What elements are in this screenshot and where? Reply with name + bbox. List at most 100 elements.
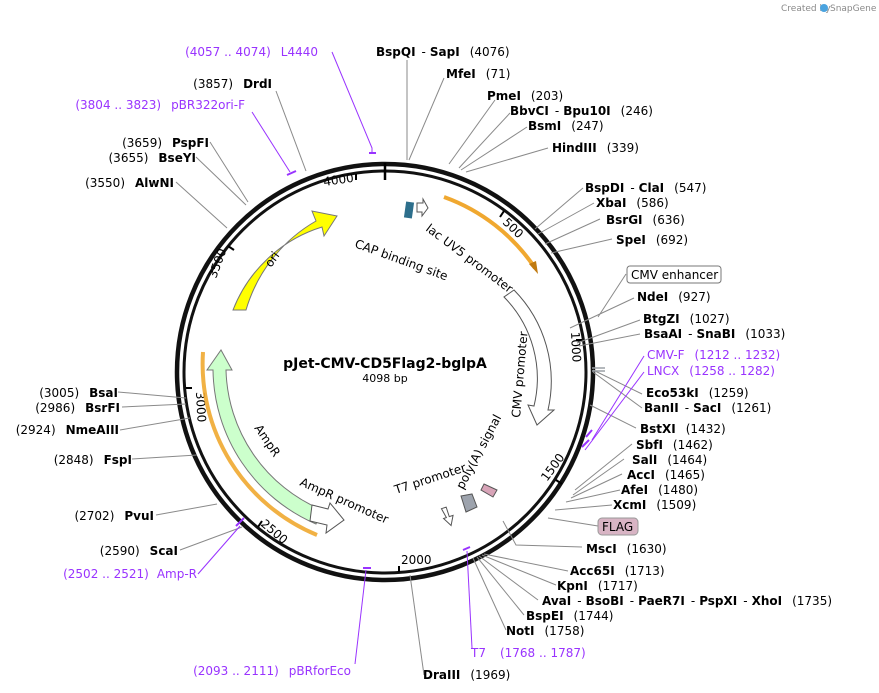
- site-drdi[interactable]: (3857)DrdI: [193, 77, 272, 91]
- lac-uv5-arrow: [416, 197, 429, 218]
- site-fspi[interactable]: (2848)FspI: [54, 453, 132, 467]
- svg-text:CMV-F(1212 .. 1232): CMV-F(1212 .. 1232): [647, 348, 780, 362]
- cap-binding-site-label[interactable]: CAP binding site: [353, 237, 450, 284]
- feature-ampr[interactable]: AmpR: [200, 349, 323, 537]
- tick-label-500: 500: [500, 215, 526, 241]
- site-bspqi[interactable]: BspQI-SapI(4076): [376, 45, 510, 59]
- snapgene-logo-icon: [820, 4, 828, 12]
- site-pspfi[interactable]: (3659)PspFI: [122, 136, 209, 150]
- lac-operator-box: [403, 201, 415, 219]
- svg-text:(3005)BsaI: (3005)BsaI: [39, 386, 118, 400]
- site-kpni[interactable]: KpnI(1717): [557, 579, 638, 593]
- svg-text:XbaI(586): XbaI(586): [596, 196, 669, 210]
- svg-text:(2093 .. 2111)pBRforEco: (2093 .. 2111)pBRforEco: [193, 664, 351, 678]
- svg-text:(3804 .. 3823)pBR322ori-F: (3804 .. 3823)pBR322ori-F: [75, 98, 245, 112]
- site-bspdi[interactable]: BspDI-ClaI(547): [585, 181, 706, 195]
- site-pvui[interactable]: (2702)PvuI: [74, 509, 154, 523]
- feature-ampr-promoter[interactable]: AmpR promoter: [298, 475, 391, 535]
- feature-lac-uv5-promoter[interactable]: lac UV5 promoter: [403, 197, 516, 296]
- t7-promoter-arrow: [440, 506, 454, 527]
- svg-text:MscI(1630): MscI(1630): [586, 542, 667, 556]
- site-scai[interactable]: (2590)ScaI: [100, 544, 178, 558]
- svg-text:XcmI(1509): XcmI(1509): [613, 498, 696, 512]
- svg-text:(2702)PvuI: (2702)PvuI: [74, 509, 154, 523]
- tick-label-4000: 4000: [322, 171, 354, 189]
- feature-t7-promoter[interactable]: T7 promoter: [392, 461, 468, 528]
- primer-ampr[interactable]: (2502 .. 2521)Amp-R: [63, 567, 197, 581]
- site-btgzi[interactable]: BtgZI(1027): [643, 312, 730, 326]
- svg-text:(2590)ScaI: (2590)ScaI: [100, 544, 178, 558]
- svg-text:(4057 .. 4074)L4440: (4057 .. 4074)L4440: [185, 45, 318, 59]
- svg-text:SalI(1464): SalI(1464): [632, 453, 707, 467]
- svg-text:FLAG: FLAG: [602, 520, 633, 534]
- svg-text:BbvCI-Bpu10I(246): BbvCI-Bpu10I(246): [510, 104, 653, 118]
- site-sali[interactable]: SalI(1464): [632, 453, 707, 467]
- svg-text:(3857)DrdI: (3857)DrdI: [193, 77, 272, 91]
- cmv-enhancer-arrowhead: [529, 261, 538, 274]
- primer-t7[interactable]: T7(1768 .. 1787): [470, 646, 586, 660]
- site-afei[interactable]: AfeI(1480): [621, 483, 698, 497]
- site-bsmi[interactable]: BsmI(247): [528, 119, 604, 133]
- svg-text:(3655)BseYI: (3655)BseYI: [109, 151, 197, 165]
- snapgene-brand[interactable]: Created by SnapGene: [781, 4, 877, 14]
- site-bbvci[interactable]: BbvCI-Bpu10I(246): [510, 104, 653, 118]
- brand-name: SnapGene: [830, 4, 877, 14]
- site-bsrfi[interactable]: (2986)BsrFI: [35, 401, 120, 415]
- site-bsai[interactable]: (3005)BsaI: [39, 386, 118, 400]
- site-nmeaiii[interactable]: (2924)NmeAIII: [16, 423, 119, 437]
- feature-flag-label[interactable]: FLAG: [597, 517, 639, 536]
- plasmid-length: 4098 bp: [362, 372, 407, 385]
- site-xcmi[interactable]: XcmI(1509): [613, 498, 696, 512]
- svg-text:(3659)PspFI: (3659)PspFI: [122, 136, 209, 150]
- site-bspei[interactable]: BspEI(1744): [526, 609, 613, 623]
- site-bsaai[interactable]: BsaAI-SnaBI(1033): [644, 327, 785, 341]
- svg-text:T7(1768 .. 1787): T7(1768 .. 1787): [470, 646, 586, 660]
- site-bsrgi[interactable]: BsrGI(636): [606, 213, 685, 227]
- cmv-promoter-label: CMV promoter: [509, 331, 530, 418]
- site-hindiii[interactable]: HindIII(339): [552, 141, 639, 155]
- site-eco53ki[interactable]: Eco53kI(1259): [646, 386, 749, 400]
- svg-text:Eco53kI(1259): Eco53kI(1259): [646, 386, 749, 400]
- primer-cmvf[interactable]: CMV-F(1212 .. 1232): [647, 348, 780, 362]
- site-draiii[interactable]: DraIII(1969): [423, 668, 510, 682]
- site-ndei[interactable]: NdeI(927): [637, 290, 711, 304]
- site-mfei[interactable]: MfeI(71): [446, 67, 510, 81]
- svg-text:BsaAI-SnaBI(1033): BsaAI-SnaBI(1033): [644, 327, 785, 341]
- tick-label-2000: 2000: [401, 553, 432, 567]
- svg-text:NotI(1758): NotI(1758): [506, 624, 584, 638]
- feature-cmv-promoter[interactable]: CMV promoter: [503, 289, 556, 426]
- site-bseyi[interactable]: (3655)BseYI: [109, 151, 197, 165]
- site-alwni[interactable]: (3550)AlwNI: [85, 176, 174, 190]
- site-bstxi[interactable]: BstXI(1432): [640, 422, 726, 436]
- feature-cmv-enhancer-label[interactable]: CMV enhancer: [626, 265, 722, 284]
- polya-signal-label: poly(A) signal: [453, 412, 504, 491]
- primer-lncx[interactable]: LNCX(1258 .. 1282): [647, 364, 775, 378]
- svg-text:(2986)BsrFI: (2986)BsrFI: [35, 401, 120, 415]
- ampr-label: AmpR: [252, 422, 284, 460]
- ampr-promoter-arrow: [309, 501, 345, 535]
- svg-text:KpnI(1717): KpnI(1717): [557, 579, 638, 593]
- site-marks: [592, 367, 605, 372]
- site-acc65i[interactable]: Acc65I(1713): [570, 564, 665, 578]
- site-pmei[interactable]: PmeI(203): [487, 89, 563, 103]
- svg-text:BtgZI(1027): BtgZI(1027): [643, 312, 730, 326]
- primer-l4440[interactable]: (4057 .. 4074)L4440: [185, 45, 318, 59]
- site-banii[interactable]: BanII-SacI(1261): [644, 401, 771, 415]
- site-acci[interactable]: AccI(1465): [627, 468, 705, 482]
- cmv-promoter-arrow: [503, 289, 556, 426]
- site-noti[interactable]: NotI(1758): [506, 624, 584, 638]
- primer-pbrforeco[interactable]: (2093 .. 2111)pBRforEco: [193, 664, 351, 678]
- primer-pbr322ori-f[interactable]: (3804 .. 3823)pBR322ori-F: [75, 98, 245, 112]
- site-sbfi[interactable]: SbfI(1462): [636, 438, 713, 452]
- svg-text:BspQI-SapI(4076): BspQI-SapI(4076): [376, 45, 510, 59]
- site-spei[interactable]: SpeI(692): [616, 233, 688, 247]
- svg-text:DraIII(1969): DraIII(1969): [423, 668, 510, 682]
- site-msci[interactable]: MscI(1630): [586, 542, 667, 556]
- svg-text:LNCX(1258 .. 1282): LNCX(1258 .. 1282): [647, 364, 775, 378]
- ampr-highlight: [200, 351, 318, 537]
- flag-feature-mark[interactable]: [480, 483, 498, 498]
- svg-text:AccI(1465): AccI(1465): [627, 468, 705, 482]
- site-xbai[interactable]: XbaI(586): [596, 196, 669, 210]
- tick-marks: [186, 174, 582, 572]
- site-avai[interactable]: AvaI-BsoBI-PaeR7I-PspXI-XhoI(1735): [542, 594, 832, 608]
